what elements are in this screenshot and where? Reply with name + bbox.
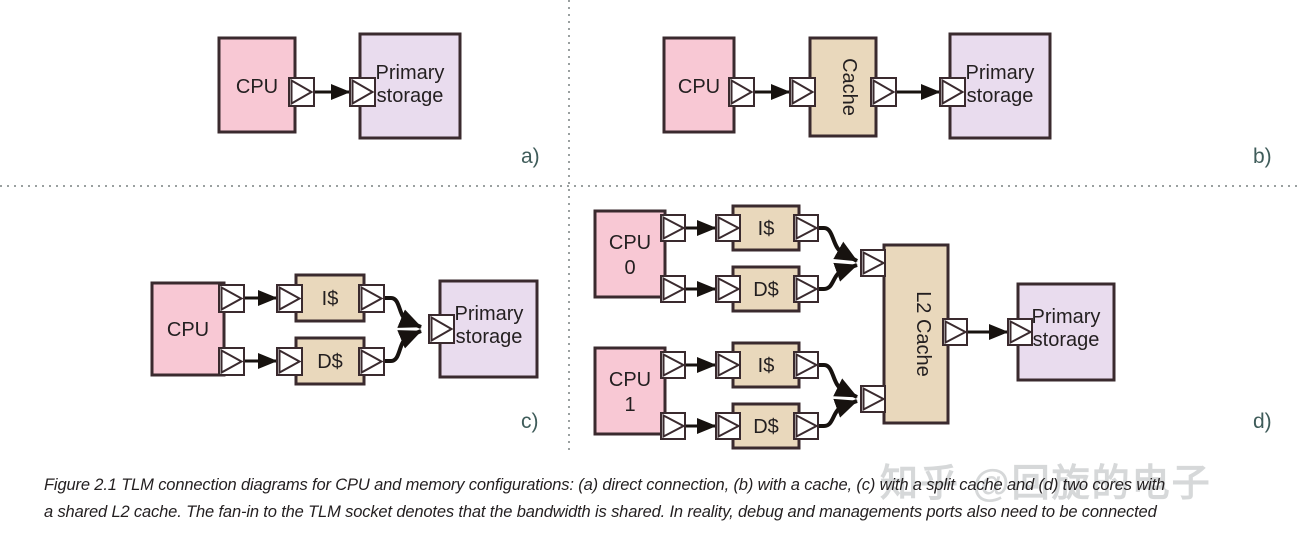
- node-cpu0-dcache-label: D$: [753, 279, 779, 301]
- socket-icon: [358, 347, 385, 376]
- node-cpu1-icache-label: I$: [758, 355, 775, 377]
- node-primary-storage-label-1: Primary: [966, 62, 1035, 84]
- panel-dividers: [0, 0, 1300, 450]
- node-icache-label: I$: [322, 288, 339, 310]
- figure-caption-line-2: a shared L2 cache. The fan-in to the TLM…: [44, 503, 1157, 521]
- node-primary-storage: [358, 32, 462, 140]
- panel-label-d: d): [1253, 410, 1272, 433]
- panel-a: CPU Primary storage a): [217, 32, 540, 168]
- socket-icon: [793, 412, 819, 440]
- node-cpu0-icache-label: I$: [758, 218, 775, 240]
- panel-label-a: a): [521, 145, 540, 168]
- node-cache-label: Cache: [838, 58, 860, 116]
- socket-icon: [789, 77, 816, 107]
- node-cpu1-label-1: CPU: [609, 369, 651, 391]
- socket-icon: [793, 275, 819, 303]
- panel-label-b: b): [1253, 145, 1272, 168]
- socket-icon: [715, 351, 741, 379]
- node-primary-storage-label-1: Primary: [1032, 306, 1101, 328]
- socket-icon: [288, 77, 315, 107]
- node-primary-storage-label-2: storage: [967, 85, 1034, 107]
- socket-icon: [860, 249, 886, 277]
- node-primary-storage-label-2: storage: [377, 85, 444, 107]
- node-cpu1-label-2: 1: [624, 394, 635, 416]
- node-primary-storage-label-2: storage: [1033, 329, 1100, 351]
- wire-cpu1-dcache-to-l2: [816, 398, 858, 428]
- panel-b: CPU Cache Primary storage: [662, 32, 1272, 168]
- wire-cpu0-dcache-to-l2: [816, 262, 858, 291]
- socket-icon: [942, 318, 968, 346]
- node-cpu: [150, 281, 226, 377]
- socket-icon: [870, 77, 897, 107]
- socket-icon: [660, 275, 686, 303]
- panel-d: CPU 0 I$ D$ CPU 1 I$ D$ L2 Cache Primary…: [593, 204, 1272, 450]
- socket-icon: [860, 385, 886, 413]
- panel-label-c: c): [521, 410, 539, 433]
- node-primary-storage-label-1: Primary: [376, 62, 445, 84]
- socket-icon: [715, 275, 741, 303]
- node-primary-storage: [438, 279, 539, 379]
- wire-icache-to-storage: [382, 296, 422, 329]
- wire-cpu0-icache-to-l2: [816, 226, 858, 263]
- node-cpu1-dcache-label: D$: [753, 416, 779, 438]
- socket-icon: [276, 347, 303, 376]
- socket-icon: [660, 412, 686, 440]
- node-icache: [294, 273, 366, 323]
- socket-icon: [1007, 318, 1033, 346]
- wire-dcache-to-storage: [382, 329, 422, 363]
- node-cpu1: [593, 346, 667, 436]
- node-cpu-label: CPU: [236, 76, 278, 98]
- figure-caption: Figure 2.1 TLM connection diagrams for C…: [44, 472, 1259, 526]
- node-cpu: [662, 36, 736, 134]
- node-primary-storage-label-1: Primary: [455, 303, 524, 325]
- node-primary-storage-label-2: storage: [456, 326, 523, 348]
- node-cpu0-label-1: CPU: [609, 232, 651, 254]
- socket-icon: [793, 214, 819, 242]
- socket-icon: [715, 214, 741, 242]
- node-dcache-label: D$: [317, 351, 343, 373]
- figure-caption-line-1: Figure 2.1 TLM connection diagrams for C…: [44, 476, 1166, 494]
- node-l2-cache: [882, 243, 950, 425]
- tlm-connection-diagram: CPU Primary storage a) CPU Cache: [0, 0, 1300, 450]
- socket-icon: [218, 347, 245, 376]
- node-cpu0-label-2: 0: [624, 257, 635, 279]
- node-cpu: [217, 36, 297, 134]
- wire-cpu1-icache-to-l2: [816, 363, 858, 399]
- socket-icon: [349, 77, 376, 107]
- socket-icon: [428, 314, 455, 344]
- socket-icon: [276, 284, 303, 313]
- socket-icon: [218, 284, 245, 313]
- socket-icon: [715, 412, 741, 440]
- socket-icon: [728, 77, 755, 107]
- socket-icon: [660, 351, 686, 379]
- node-cpu-label: CPU: [678, 76, 720, 98]
- node-cpu-label: CPU: [167, 319, 209, 341]
- socket-icon: [793, 351, 819, 379]
- node-primary-storage: [1016, 282, 1116, 382]
- socket-icon: [358, 284, 385, 313]
- socket-icon: [660, 214, 686, 242]
- node-cpu0: [593, 209, 667, 299]
- node-l2-cache-label: L2 Cache: [912, 291, 934, 377]
- socket-icon: [939, 77, 966, 107]
- panel-c: CPU I$ D$ Primary storage: [150, 273, 539, 433]
